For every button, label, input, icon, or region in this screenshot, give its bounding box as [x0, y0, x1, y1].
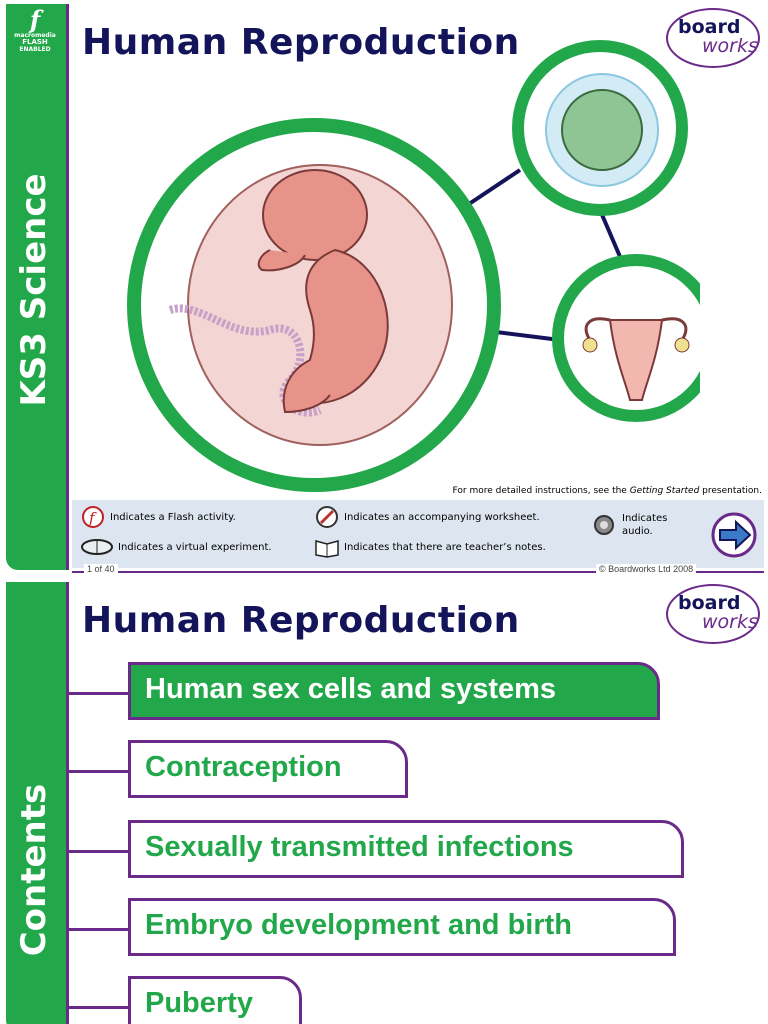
flash-enabled-logo: f macromedia FLASH ENABLED — [14, 5, 56, 54]
icon-legend: f Indicates a Flash activity. Indicates … — [72, 500, 764, 568]
boardworks-logo: board works — [666, 584, 760, 644]
instructions-text: For more detailed instructions, see the … — [453, 486, 762, 496]
legend-virtual-text: Indicates a virtual experiment. — [118, 541, 272, 553]
legend-virtual: Indicates a virtual experiment. — [80, 536, 272, 558]
svg-text:f: f — [88, 509, 97, 527]
menu-item-label: Human sex cells and systems — [145, 673, 557, 705]
sidebar-border — [66, 4, 69, 570]
menu-item-label: Puberty — [145, 987, 253, 1019]
menu-connector — [66, 1006, 130, 1009]
footer-line — [72, 571, 764, 573]
flash-logo-line: macromedia — [14, 32, 56, 39]
menu-connector — [66, 692, 130, 695]
legend-audio-line2: audio. — [622, 526, 653, 537]
contents-slide: Contents Human Reproduction board works … — [0, 580, 768, 1024]
legend-notes-text: Indicates that there are teacher’s notes… — [344, 541, 546, 553]
page-title: Human Reproduction — [82, 600, 520, 641]
goggles-icon — [81, 539, 113, 555]
reproduction-illustration — [127, 40, 700, 492]
menu-item-embryo[interactable]: Embryo development and birth — [128, 898, 676, 956]
legend-worksheet: Indicates an accompanying worksheet. — [314, 506, 540, 528]
flash-icon: f — [82, 506, 104, 528]
instructions-prefix: For more detailed instructions, see the — [452, 486, 630, 496]
instructions-suffix: presentation. — [699, 486, 762, 496]
flash-logo-line: FLASH — [22, 38, 48, 46]
legend-notes: Indicates that there are teacher’s notes… — [314, 536, 546, 558]
menu-connector — [66, 850, 130, 853]
book-icon — [315, 540, 339, 558]
page-title: Human Reproduction — [82, 22, 520, 63]
legend-audio-line1: Indicates — [622, 513, 668, 524]
logo-text: board — [678, 592, 741, 614]
logo-text: board — [678, 16, 741, 38]
legend-flash: f Indicates a Flash activity. — [80, 506, 236, 528]
logo-text: works — [702, 611, 758, 633]
legend-audio: Indicates audio. — [592, 512, 667, 538]
next-arrow-button[interactable] — [710, 512, 758, 558]
menu-item-puberty[interactable]: Puberty — [128, 976, 302, 1024]
legend-worksheet-text: Indicates an accompanying worksheet. — [344, 511, 540, 523]
menu-item-contraception[interactable]: Contraception — [128, 740, 408, 798]
menu-item-sti[interactable]: Sexually transmitted infections — [128, 820, 684, 878]
page-number: 1 of 40 — [84, 564, 118, 574]
sidebar — [6, 4, 66, 570]
menu-item-label: Contraception — [145, 751, 342, 783]
logo-text: works — [702, 35, 758, 57]
legend-flash-text: Indicates a Flash activity. — [110, 511, 236, 523]
sidebar — [6, 582, 66, 1024]
menu-item-label: Embryo development and birth — [145, 909, 572, 941]
flash-logo-line: ENABLED — [19, 46, 51, 53]
menu-item-sex-cells[interactable]: Human sex cells and systems — [128, 662, 660, 720]
sidebar-title: KS3 Science — [14, 173, 54, 407]
menu-item-label: Sexually transmitted infections — [145, 831, 574, 863]
sidebar-border — [66, 582, 69, 1024]
sidebar-title: Contents — [14, 783, 54, 957]
menu-connector — [66, 770, 130, 773]
audio-speaker-icon — [594, 515, 614, 535]
title-slide: f macromedia FLASH ENABLED KS3 Science H… — [6, 4, 764, 574]
menu-connector — [66, 928, 130, 931]
copyright: © Boardworks Ltd 2008 — [596, 564, 697, 574]
instructions-link-name: Getting Started — [629, 486, 700, 496]
worksheet-pencil-icon — [316, 506, 338, 528]
boardworks-logo: board works — [666, 8, 760, 68]
